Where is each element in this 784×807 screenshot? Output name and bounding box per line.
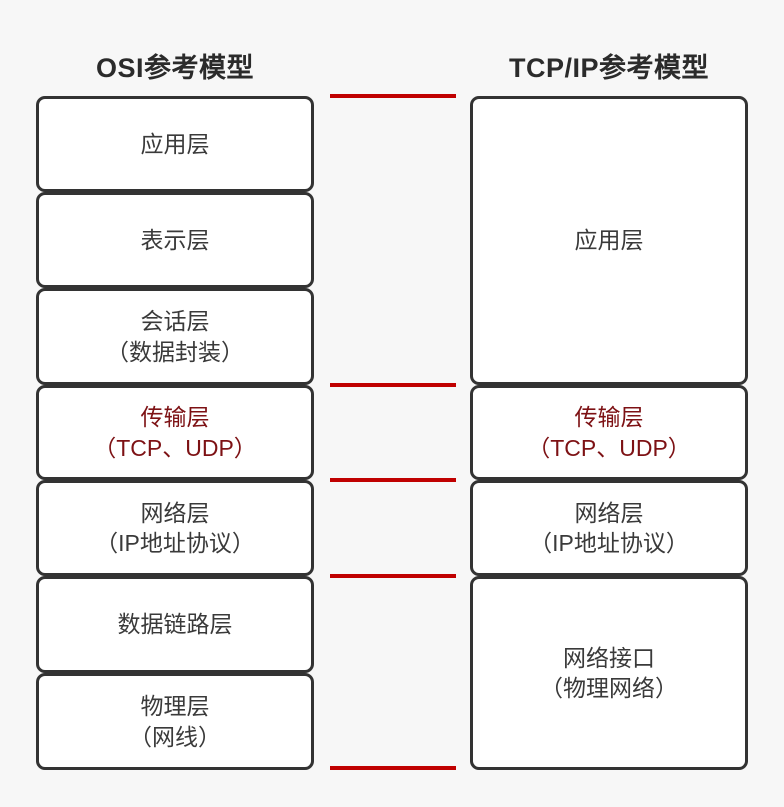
tcpip-layer-application[interactable]: 应用层 — [470, 96, 748, 385]
connector-transport-layer-top-alignment — [330, 383, 456, 387]
connector-network-layer-top-alignment — [330, 478, 456, 482]
tcpip-layer-network[interactable]: 网络层 （IP地址协议） — [470, 480, 748, 576]
layer-name: 会话层 — [140, 308, 210, 335]
osi-layer-physical[interactable]: 物理层 （网线） — [36, 673, 314, 770]
osi-layer-application[interactable]: 应用层 — [36, 96, 314, 192]
column-title-tcpip: TCP/IP参考模型 — [508, 53, 709, 83]
connector-top-alignment-rule — [330, 94, 456, 98]
layer-name: 应用层 — [574, 227, 644, 254]
osi-layer-network[interactable]: 网络层 （IP地址协议） — [36, 480, 314, 576]
layer-name: 网络层 — [140, 499, 210, 526]
layer-detail: （物理网络） — [540, 675, 678, 701]
layer-detail: （IP地址协议） — [95, 530, 255, 556]
layer-name: 网络层 — [574, 499, 644, 526]
column-title-osi: OSI参考模型 — [95, 53, 254, 83]
osi-layer-session[interactable]: 会话层 （数据封装） — [36, 288, 314, 385]
tcpip-layer-transport[interactable]: 传输层 （TCP、UDP） — [470, 385, 748, 480]
osi-layer-presentation[interactable]: 表示层 — [36, 192, 314, 288]
layer-detail: （IP地址协议） — [529, 530, 689, 556]
osi-layer-transport[interactable]: 传输层 （TCP、UDP） — [36, 385, 314, 480]
connector-bottom-alignment-rule — [330, 766, 456, 770]
layer-name: 表示层 — [140, 226, 210, 253]
layer-name: 数据链路层 — [117, 611, 233, 638]
layer-detail: （TCP、UDP） — [93, 434, 257, 461]
layer-name: 网络接口 — [563, 644, 655, 671]
tcpip-layer-network-interface[interactable]: 网络接口 （物理网络） — [470, 576, 748, 770]
layer-name: 物理层 — [140, 693, 210, 720]
layer-detail: （网线） — [129, 723, 221, 750]
connector-network-interface-top-alignment — [330, 574, 456, 578]
layer-detail: （TCP、UDP） — [527, 434, 691, 461]
layer-detail: （数据封装） — [106, 338, 244, 365]
layer-name: 应用层 — [140, 130, 210, 157]
osi-layer-data-link[interactable]: 数据链路层 — [36, 576, 314, 673]
layer-name: 传输层 — [140, 404, 210, 431]
layer-name: 传输层 — [574, 404, 644, 431]
